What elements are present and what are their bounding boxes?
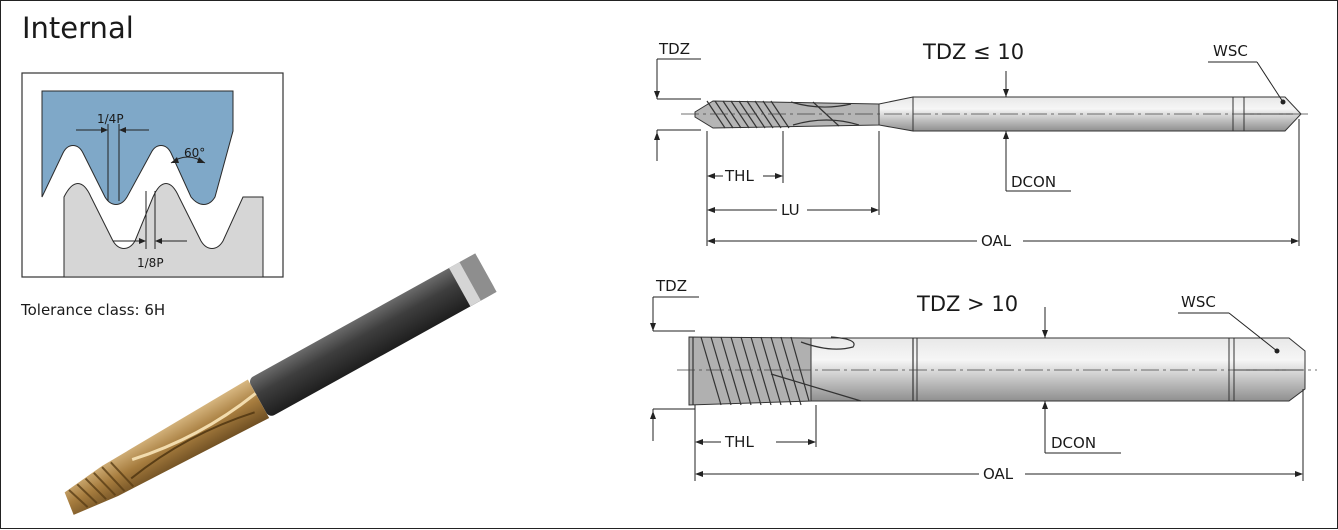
profile-frame: 1/4P 1/8P 60°: [21, 72, 284, 278]
tolerance-class: Tolerance class: 6H: [21, 301, 166, 319]
quarter-pitch-label: 1/4P: [97, 112, 124, 126]
lu-label-small: LU: [781, 201, 800, 219]
thl-label-small: THL: [724, 167, 754, 185]
dcon-label-large: DCON: [1051, 434, 1096, 452]
tap-photo: [64, 253, 497, 515]
oal-label-large: OAL: [983, 465, 1014, 483]
oal-label-small: OAL: [981, 232, 1012, 250]
wsc-label-small: WSC: [1213, 42, 1248, 60]
condition-large: TDZ > 10: [916, 292, 1018, 316]
thl-label-large: THL: [724, 433, 754, 451]
wsc-label-large: WSC: [1181, 293, 1216, 311]
condition-small: TDZ ≤ 10: [922, 40, 1024, 64]
diagram-tdz-small: TDZ ≤ 10 TDZ: [654, 40, 1311, 250]
eighth-pitch-label: 1/8P: [137, 256, 164, 270]
tdz-label-large: TDZ: [655, 277, 687, 295]
angle-label: 60°: [184, 146, 205, 160]
diagram-tdz-large: TDZ > 10 TDZ: [650, 277, 1317, 483]
page-title: Internal: [22, 11, 134, 45]
dcon-label-small: DCON: [1011, 173, 1056, 191]
tdz-label-small: TDZ: [658, 40, 690, 58]
